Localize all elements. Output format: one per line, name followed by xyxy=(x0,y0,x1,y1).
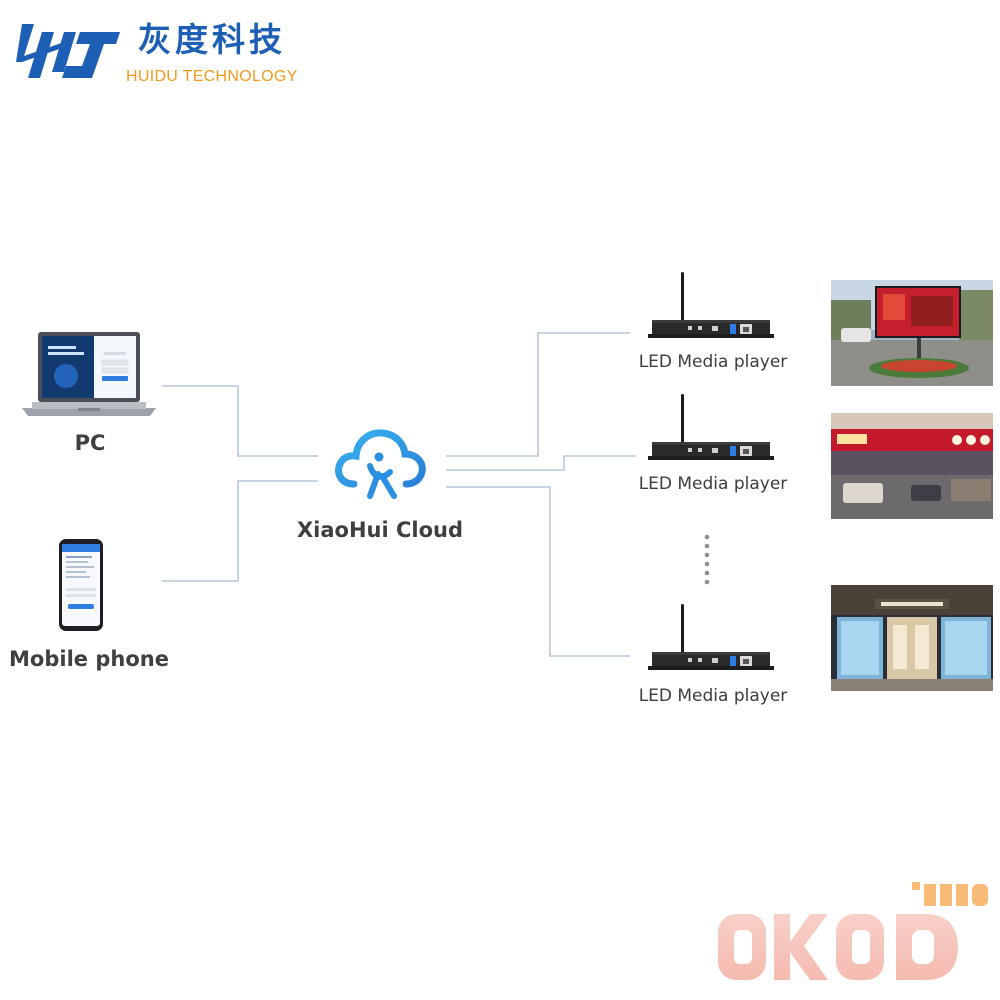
more-players-ellipsis-icon xyxy=(704,534,710,585)
player3-connector xyxy=(446,486,630,657)
media-player-icon xyxy=(648,604,774,670)
player2-connector xyxy=(446,455,636,471)
phone-connector xyxy=(162,480,318,582)
smartphone-icon xyxy=(59,539,103,631)
xiaohui-cloud-label: XiaoHui Cloud xyxy=(296,518,464,542)
pc-connector xyxy=(162,385,318,457)
player-label-3: LED Media player xyxy=(638,686,788,706)
huidu-logo-icon xyxy=(16,24,120,78)
brand-name-chinese: 灰度科技 xyxy=(138,20,286,59)
billboard-photo xyxy=(831,280,993,386)
storefront-banner-photo xyxy=(831,413,993,519)
laptop-icon xyxy=(22,332,156,416)
player1-connector xyxy=(446,332,630,457)
player-label-1: LED Media player xyxy=(638,352,788,372)
shop-window-photo xyxy=(831,585,993,691)
media-player-icon xyxy=(648,272,774,338)
xiaohui-cloud-icon xyxy=(335,429,426,499)
gkgd-watermark-logo xyxy=(718,882,988,980)
pc-label: PC xyxy=(74,431,106,455)
player-label-2: LED Media player xyxy=(638,474,788,494)
brand-name-english: HUIDU TECHNOLOGY xyxy=(126,68,298,85)
mobile-phone-label: Mobile phone xyxy=(9,647,169,671)
media-player-icon xyxy=(648,394,774,460)
